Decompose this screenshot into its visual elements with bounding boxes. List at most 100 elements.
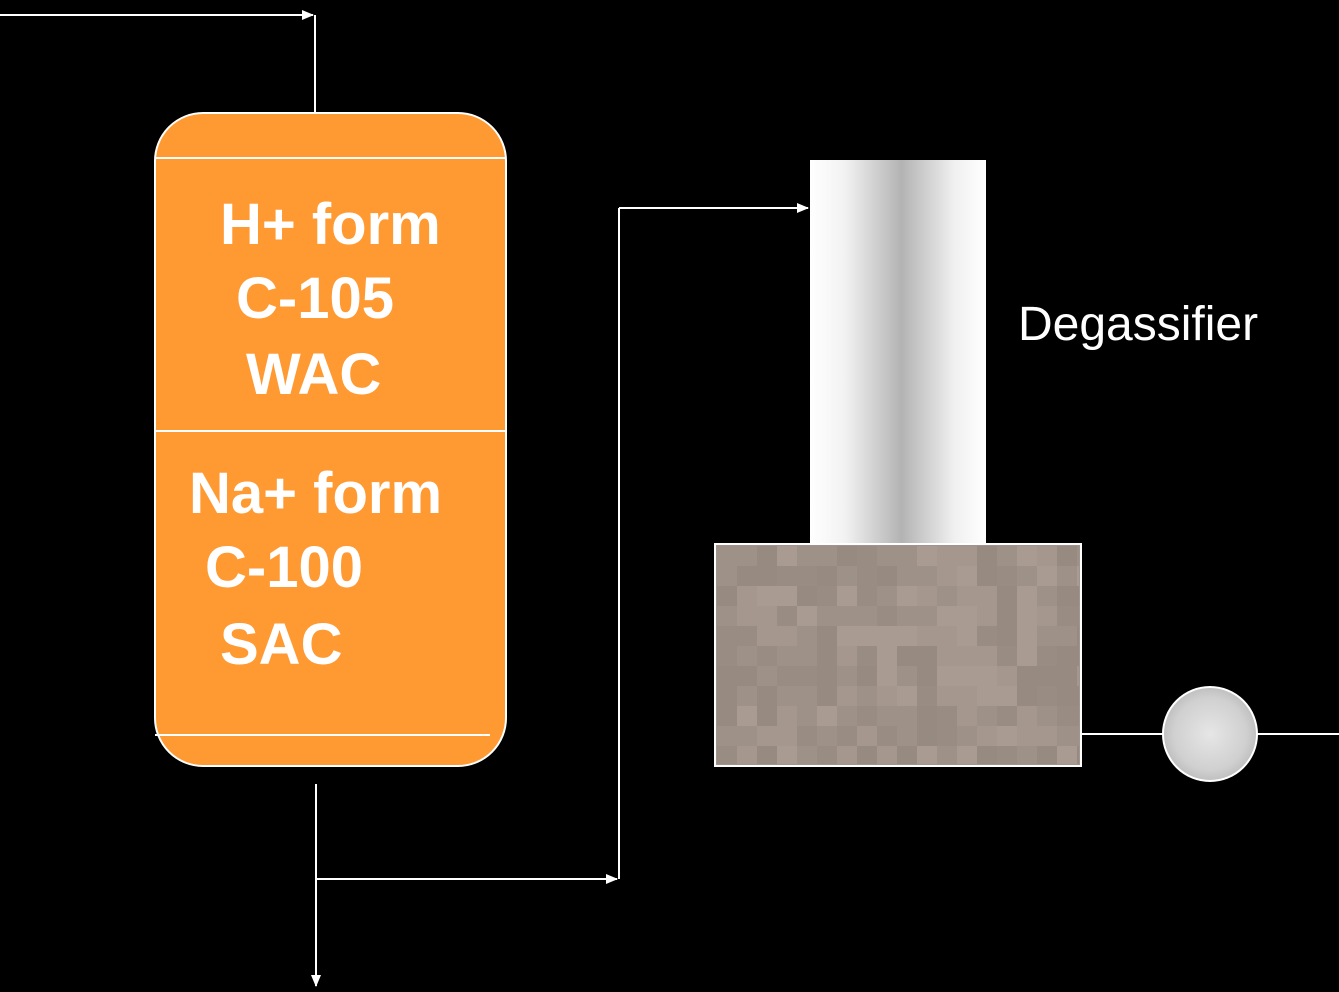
tank-texture-cell: [897, 706, 917, 726]
lower-bed-resin-code: C-100: [205, 535, 363, 600]
tank-texture-cell: [777, 726, 797, 746]
tank-texture-cell: [957, 746, 977, 764]
tank-texture-cell: [757, 566, 777, 586]
tank-texture-cell: [837, 566, 857, 586]
tank-texture-cell: [797, 586, 817, 606]
tank-texture-cell: [997, 746, 1017, 764]
tank-texture-cell: [877, 626, 897, 646]
tank-texture-cell: [1017, 686, 1037, 706]
tank-texture-cell: [777, 566, 797, 586]
tank-texture-cell: [757, 646, 777, 666]
tank-texture-cell: [797, 746, 817, 764]
pump-icon: [1162, 686, 1258, 782]
degassifier-label: Degassifier: [1018, 298, 1258, 351]
tank-texture-cell: [917, 546, 937, 566]
tank-texture-cell: [957, 706, 977, 726]
tank-texture-cell: [1077, 606, 1079, 626]
tank-texture-cell: [1057, 686, 1077, 706]
tank-texture-cell: [997, 606, 1017, 626]
ion-exchange-vessel: H+ form C-105 WAC Na+ form C-100 SAC: [154, 112, 507, 767]
tank-texture-cell: [817, 646, 837, 666]
tank-texture-cell: [1057, 566, 1077, 586]
tank-texture-cell: [817, 666, 837, 686]
tank-texture-cell: [797, 566, 817, 586]
tank-texture-cell: [1077, 646, 1079, 666]
tank-texture-cell: [757, 746, 777, 764]
tank-texture-cell: [777, 546, 797, 566]
tank-texture-cell: [997, 686, 1017, 706]
tank-texture-cell: [897, 686, 917, 706]
tank-texture-cell: [777, 686, 797, 706]
tank-texture-cell: [737, 546, 757, 566]
tank-texture-cell: [817, 706, 837, 726]
tank-texture-cell: [937, 706, 957, 726]
tank-texture-cell: [857, 626, 877, 646]
tank-texture-cell: [737, 746, 757, 764]
tank-texture-cell: [877, 566, 897, 586]
tank-texture-cell: [737, 566, 757, 586]
tank-texture-cell: [777, 746, 797, 764]
tank-texture-cell: [757, 706, 777, 726]
tank-texture-cell: [837, 546, 857, 566]
tank-texture-cell: [977, 686, 997, 706]
tank-texture-cell: [1057, 546, 1077, 566]
tank-texture-cell: [857, 646, 877, 666]
tank-texture-cell: [737, 726, 757, 746]
tank-texture-cell: [997, 546, 1017, 566]
tank-texture-cell: [717, 566, 737, 586]
tank-texture-cell: [1037, 746, 1057, 764]
tank-texture-cell: [1037, 666, 1057, 686]
tank-texture-cell: [837, 726, 857, 746]
tank-texture-cell: [917, 586, 937, 606]
tank-texture-cell: [777, 606, 797, 626]
tank-texture-cell: [1017, 706, 1037, 726]
tank-texture-cell: [897, 646, 917, 666]
tank-texture-cell: [997, 666, 1017, 686]
tank-texture-cell: [1057, 746, 1077, 764]
inlet-line: [0, 10, 316, 113]
tank-texture-cell: [1017, 666, 1037, 686]
tank-texture-cell: [737, 666, 757, 686]
tank-texture-cell: [777, 666, 797, 686]
tank-texture-cell: [957, 626, 977, 646]
tank-texture-cell: [877, 746, 897, 764]
tank-texture-cell: [997, 586, 1017, 606]
tank-texture-cell: [937, 646, 957, 666]
tank-texture-cell: [977, 646, 997, 666]
tank-texture-cell: [737, 706, 757, 726]
upper-bed-resin-type: WAC: [246, 342, 381, 407]
tank-texture-cell: [797, 686, 817, 706]
tank-texture-cell: [957, 566, 977, 586]
tank-texture-cell: [1077, 686, 1079, 706]
tank-texture-cell: [957, 686, 977, 706]
tank-texture-cell: [717, 726, 737, 746]
tank-texture-cell: [857, 666, 877, 686]
tank-texture-cell: [717, 686, 737, 706]
tank-texture-cell: [1037, 606, 1057, 626]
tank-texture-cell: [757, 586, 777, 606]
tank-texture-cell: [997, 706, 1017, 726]
tank-texture-cell: [1077, 586, 1079, 606]
tank-texture-cell: [877, 666, 897, 686]
tank-texture-cell: [977, 726, 997, 746]
tank-texture-cell: [737, 626, 757, 646]
tank-texture-cell: [837, 606, 857, 626]
tank-texture-cell: [1057, 726, 1077, 746]
tank-texture-cell: [757, 726, 777, 746]
tank-texture-cell: [777, 586, 797, 606]
tank-texture-cell: [837, 686, 857, 706]
tank-texture-cell: [917, 746, 937, 764]
tank-texture-cell: [997, 626, 1017, 646]
tank-texture-cell: [837, 746, 857, 764]
tank-texture-cell: [737, 586, 757, 606]
tank-texture-cell: [857, 686, 877, 706]
tank-texture-cell: [797, 626, 817, 646]
tank-texture-cell: [1077, 566, 1079, 586]
tank-texture-cell: [957, 546, 977, 566]
tank-texture-cell: [897, 746, 917, 764]
tank-texture-cell: [917, 706, 937, 726]
tank-texture-cell: [1017, 746, 1037, 764]
tank-texture-cell: [1037, 586, 1057, 606]
tank-texture-cell: [1057, 626, 1077, 646]
tank-texture-cell: [957, 606, 977, 626]
